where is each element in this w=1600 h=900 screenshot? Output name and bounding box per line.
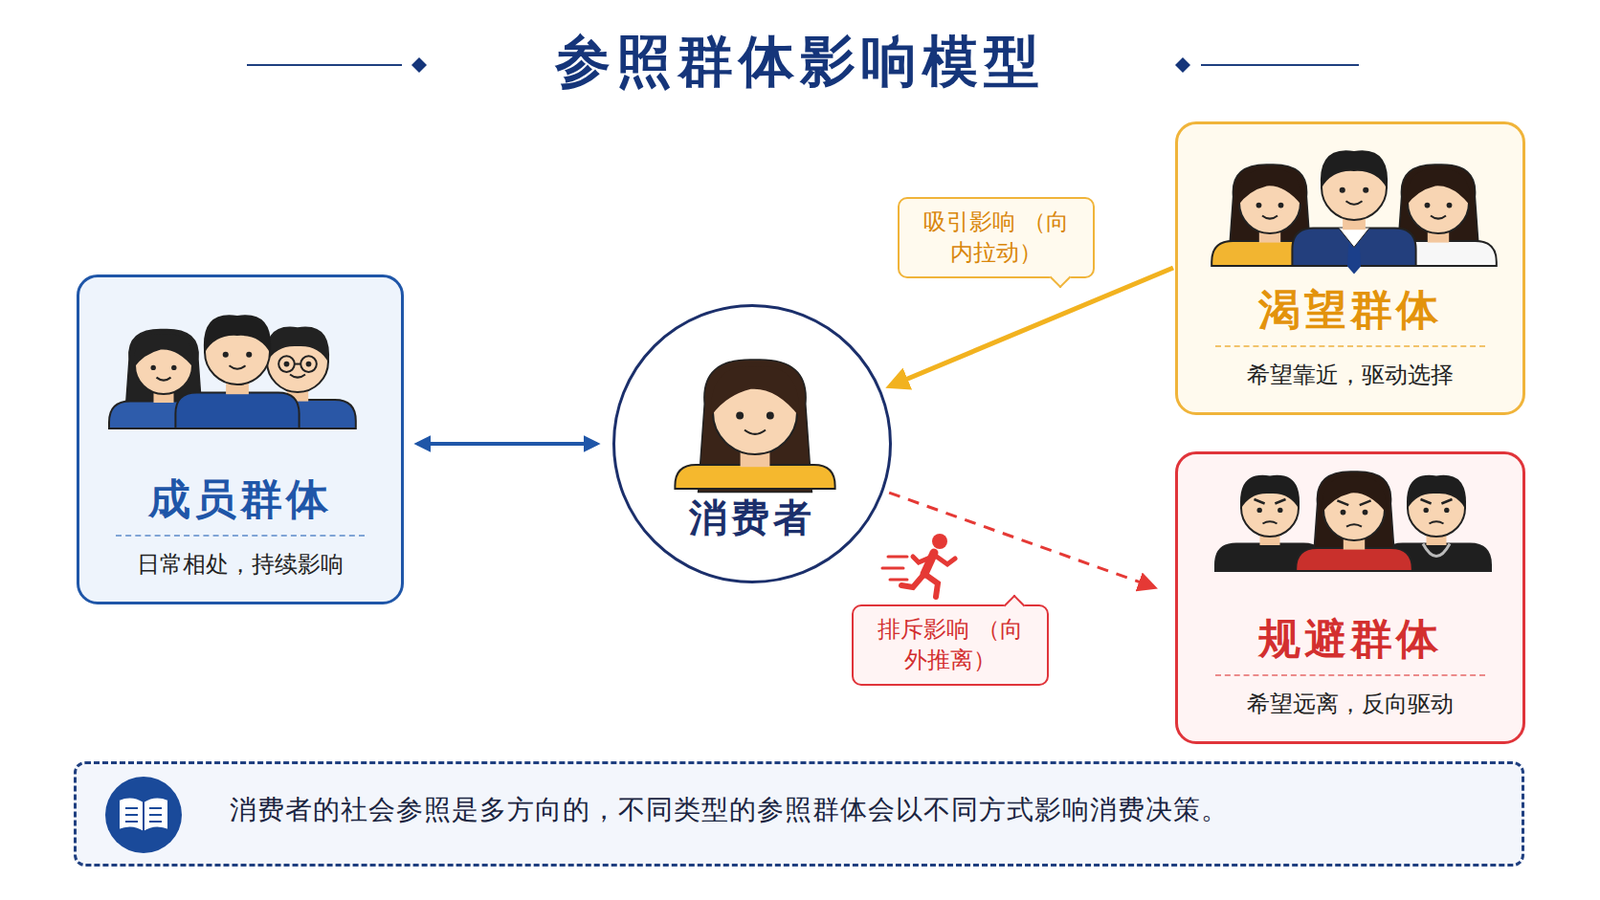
node-heading: 消费者	[688, 494, 816, 541]
title-rule	[1200, 64, 1359, 67]
node-description: 希望靠近，驱动选择	[1215, 345, 1486, 390]
node-heading: 成员群体	[148, 474, 333, 526]
title-rule	[246, 64, 402, 67]
node-description: 希望远离，反向驱动	[1215, 674, 1486, 719]
running-figure	[882, 533, 956, 598]
group-box: 渴望群体希望靠近，驱动选择	[1175, 121, 1526, 416]
title-diamond	[411, 57, 427, 73]
diagram-title: 参照群体影响模型	[0, 24, 1600, 100]
title-diamond	[1175, 57, 1191, 73]
connector-arrow	[888, 492, 1155, 588]
node-description: 日常相处，持续影响	[115, 534, 365, 579]
group-box: 规避群体希望远离，反向驱动	[1175, 451, 1526, 745]
consumer-circle: 消费者	[612, 304, 892, 584]
node-heading: 规避群体	[1258, 614, 1443, 666]
connector-arrow	[417, 442, 598, 446]
edge-label-callout: 排斥影响 （向外推离）	[851, 604, 1049, 687]
caption-note: 消费者的社会参照是多方向的，不同类型的参照群体会以不同方式影响消费决策。	[229, 792, 1229, 829]
connector-arrow	[889, 267, 1174, 387]
people-illustration	[615, 307, 895, 587]
group-box: 成员群体日常相处，持续影响	[76, 274, 404, 605]
edge-label-callout: 吸引影响 （向内拉动）	[897, 197, 1095, 279]
node-heading: 渴望群体	[1258, 285, 1443, 336]
